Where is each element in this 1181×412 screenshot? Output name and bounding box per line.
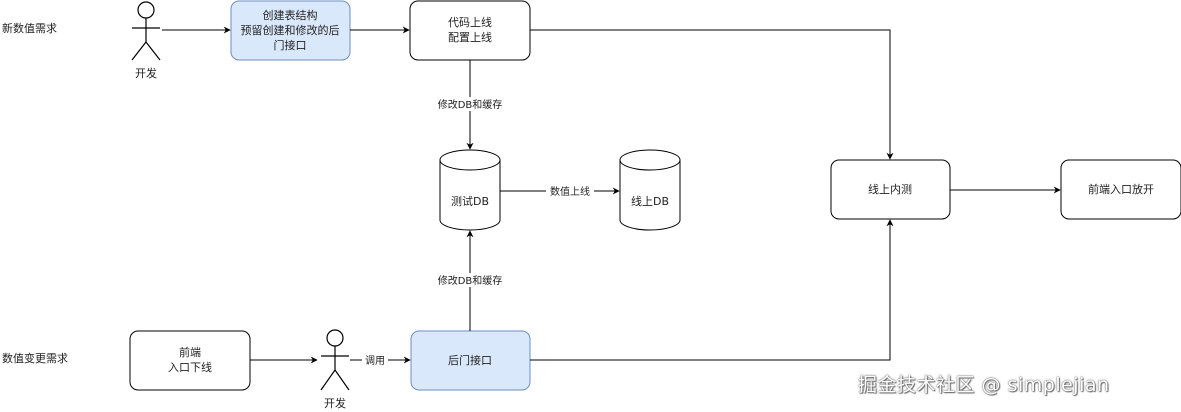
edge-backdoor-to-internal-test [530,219,894,361]
node-deploy-code-line-1: 代码上线 [448,15,492,29]
edge-label-value-online: 数值上线 [550,185,590,198]
edge-label-call: 调用 [365,355,385,367]
node-test-db-label: 测试DB [451,195,489,208]
actor-dev-top [131,1,161,61]
node-test-db [439,149,501,231]
row-label-change-value: 数值变更需求 [2,351,68,365]
edge-label-bg-call [362,353,388,367]
node-open-entry-label: 前端入口放开 [1088,182,1154,196]
edge-deploy-to-internal-test [530,29,894,160]
node-create-table-line-2: 预留创建和修改的后 [241,23,340,37]
edge-label-bg-modify-bottom [433,273,507,287]
node-online-db-label: 线上DB [631,194,669,208]
node-close-entry-line-1: 前端 [179,345,201,359]
node-open-entry [1060,159,1181,220]
edge-label-bg-modify-top [433,97,507,111]
watermark: 掘金技术社区 @ simplejian [858,374,1110,396]
node-close-entry-line-2: 入口下线 [168,360,212,374]
node-deploy-code-line-2: 配置上线 [448,30,492,44]
actor-dev-top-label: 开发 [135,66,157,80]
node-internal-test-label: 线上内测 [868,182,912,196]
row-label-new-value: 新数值需求 [2,21,57,35]
edge-label-modify-db-bottom: 修改DB和缓存 [438,274,503,287]
node-backdoor-api-label: 后门接口 [448,353,492,367]
node-create-table-line-1: 创建表结构 [263,8,318,22]
edge-label-bg-value-online [546,184,594,198]
actor-dev-bottom-label: 开发 [324,396,346,410]
node-online-db [619,149,681,231]
node-create-table-line-3: 门接口 [274,38,307,52]
edge-label-modify-db-top: 修改DB和缓存 [438,98,503,111]
actor-dev-bottom [320,329,350,391]
